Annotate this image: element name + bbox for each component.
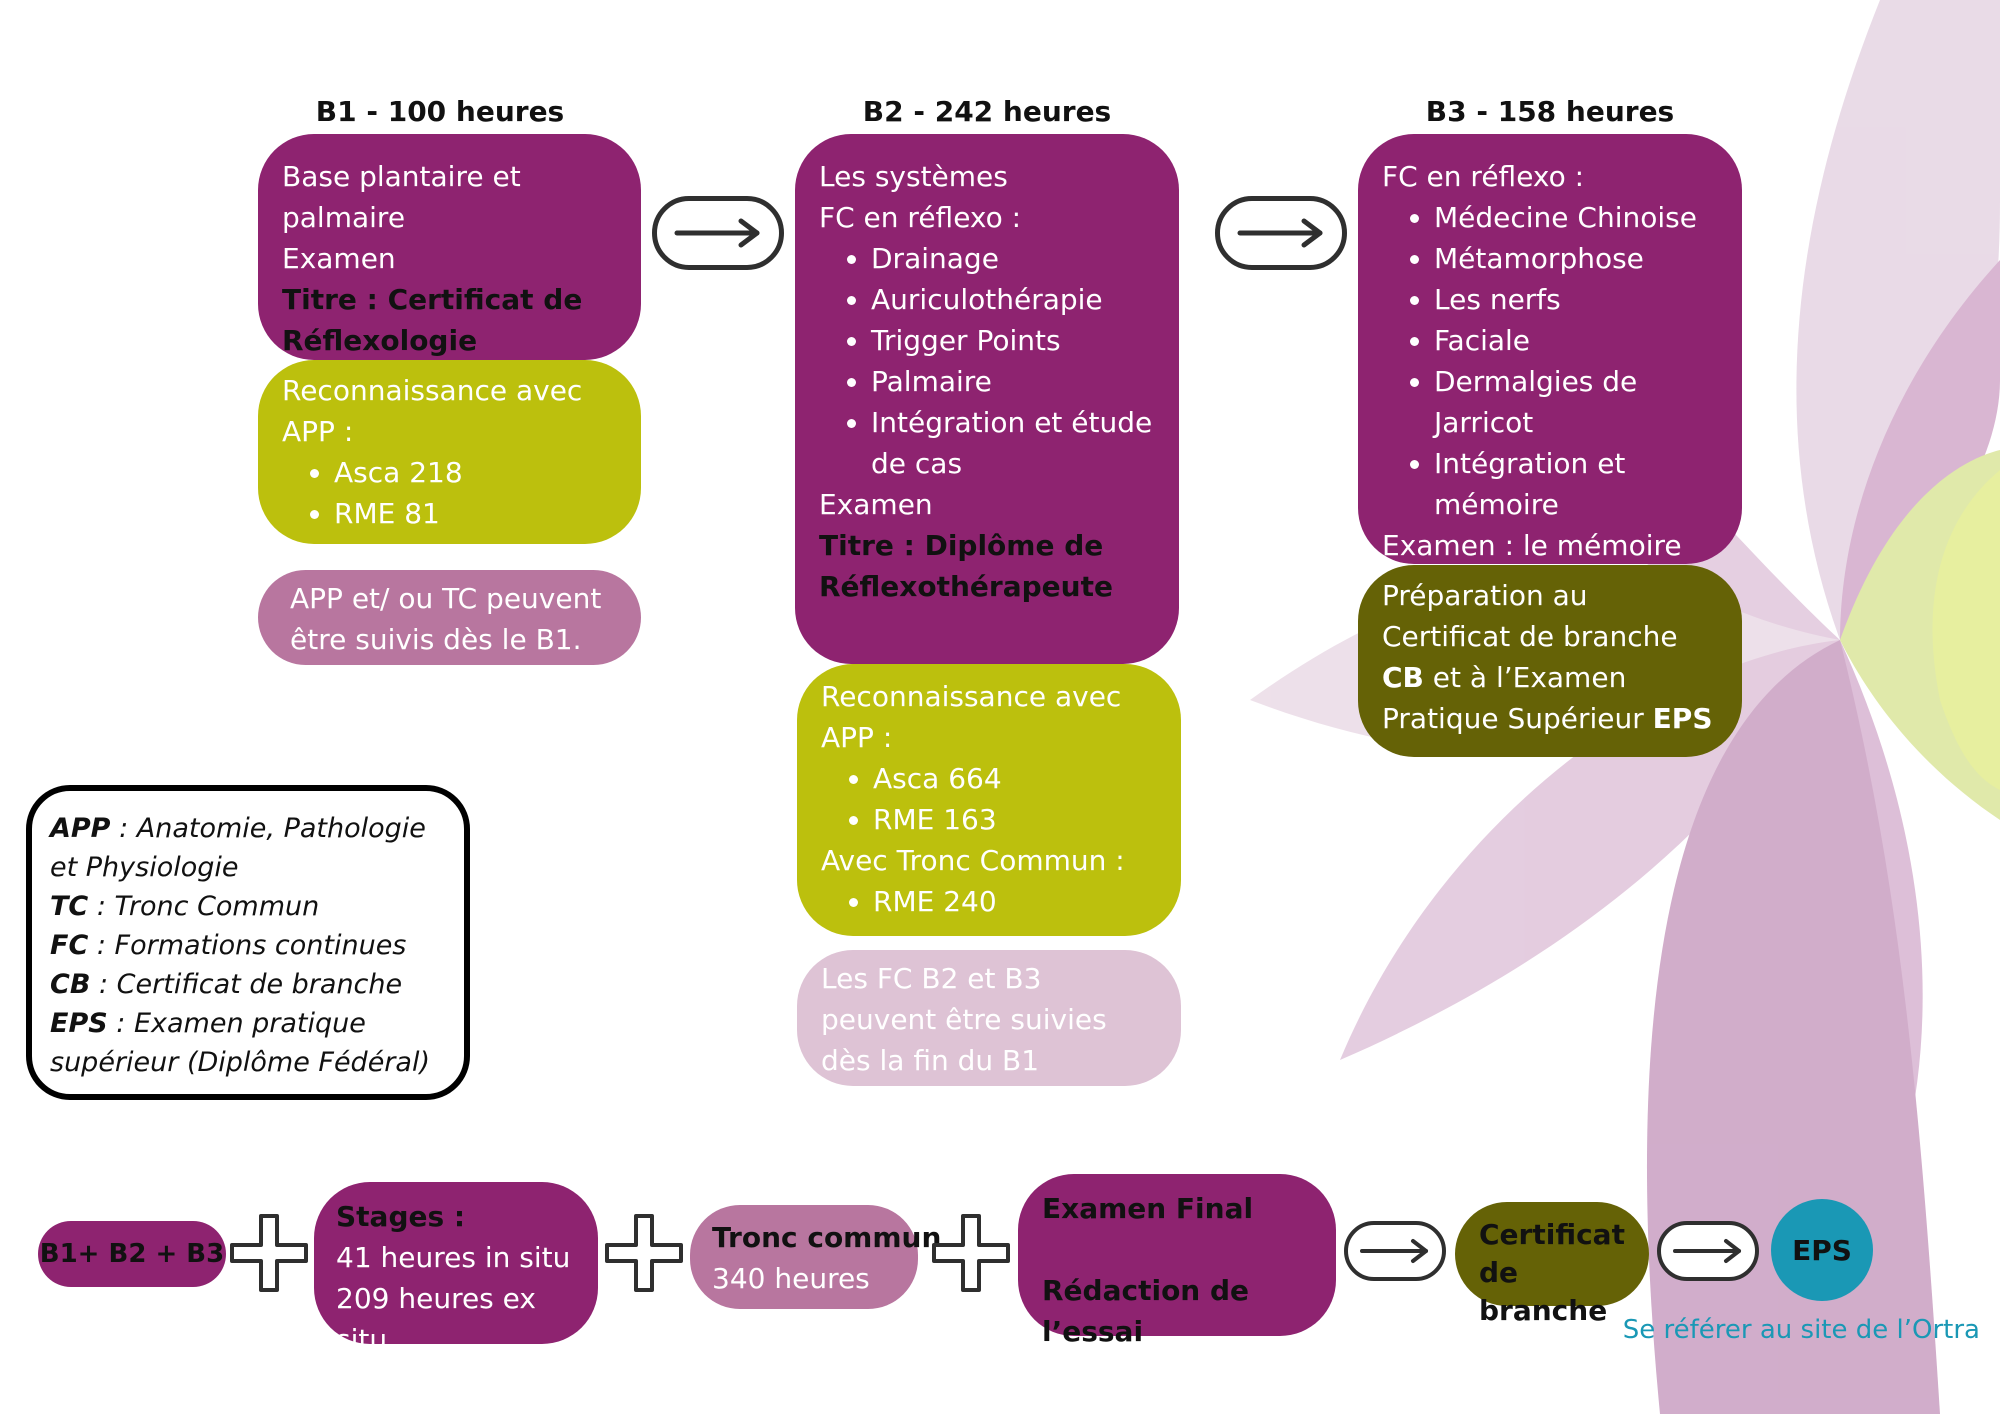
arrow-right-icon bbox=[652, 196, 784, 270]
stages-pill: Stages : 41 heures in situ 209 heures ex… bbox=[314, 1182, 598, 1356]
arrow-right-icon bbox=[1657, 1221, 1759, 1281]
certificat-label: Certificat de branche bbox=[1479, 1218, 1625, 1327]
legend-abbr: TC bbox=[50, 891, 89, 922]
b3-fc-item: Médecine Chinoise bbox=[1434, 197, 1718, 238]
b1-recognition-intro: Reconnaissance avec APP : bbox=[282, 374, 583, 448]
eps-label: EPS bbox=[1792, 1233, 1852, 1267]
legend-text: : Certificat de branche bbox=[99, 969, 403, 1000]
exam-final-pill: Examen Final Rédaction de l’essai bbox=[1018, 1174, 1336, 1348]
b2-fc-item: Trigger Points bbox=[871, 320, 1155, 361]
arrow-right-icon bbox=[1344, 1221, 1446, 1281]
tronc-commun-pill: Tronc commun 340 heures bbox=[690, 1205, 941, 1309]
b3-prep-text: et à l’Examen Pratique Supérieur bbox=[1382, 661, 1644, 735]
tronc-title: Tronc commun bbox=[712, 1221, 942, 1254]
b2-heading: B2 - 242 heures bbox=[862, 95, 1112, 128]
b3-prep-box: Préparation au Certificat de branche CB … bbox=[1358, 565, 1742, 757]
b2-tc-intro: Avec Tronc Commun : bbox=[821, 844, 1125, 877]
blocks-label: B1+ B2 + B3 bbox=[39, 1238, 225, 1269]
legend-abbr: APP bbox=[50, 813, 111, 844]
b1-title: Titre : Certificat de Réflexologie bbox=[282, 283, 583, 357]
b2-fc-item: Intégration et étude de cas bbox=[871, 402, 1155, 484]
b2-intro-line: Les systèmes bbox=[819, 160, 1008, 193]
b3-exam: Examen : le mémoire bbox=[1382, 529, 1682, 562]
legend-entry: CB : Certificat de branche bbox=[50, 965, 446, 1004]
legend-entry: TC : Tronc Commun bbox=[50, 887, 446, 926]
b2-recognition-box: Reconnaissance avec APP : Asca 664 RME 1… bbox=[797, 664, 1181, 936]
legend-text: : Tronc Commun bbox=[96, 891, 320, 922]
legend-abbr: CB bbox=[50, 969, 91, 1000]
b3-prep-text: Préparation au Certificat de branche bbox=[1382, 579, 1678, 653]
b2-recognition-item: Asca 664 bbox=[873, 758, 1157, 799]
legend-entry: EPS : Examen pratique supérieur (Diplôme… bbox=[50, 1004, 446, 1082]
b2-note: Les FC B2 et B3 peuvent être suivies dès… bbox=[821, 962, 1107, 1077]
b1-heading: B1 - 100 heures bbox=[315, 95, 565, 128]
b1-recognition-box: Reconnaissance avec APP : Asca 218 RME 8… bbox=[258, 360, 641, 544]
eps-circle: EPS bbox=[1771, 1199, 1873, 1301]
legend-text: : Anatomie, Pathologie et Physiologie bbox=[50, 813, 426, 883]
b2-intro-line: FC en réflexo : bbox=[819, 201, 1022, 234]
legend-entry: FC : Formations continues bbox=[50, 926, 446, 965]
legend-abbr: FC bbox=[50, 930, 89, 961]
legend-entry: APP : Anatomie, Pathologie et Physiologi… bbox=[50, 809, 446, 887]
exam-final-label: Examen Final bbox=[1042, 1192, 1254, 1225]
tronc-hours: 340 heures bbox=[712, 1262, 870, 1295]
b1-recognition-item: RME 81 bbox=[334, 493, 617, 534]
b2-main-box: Les systèmes FC en réflexo : Drainage Au… bbox=[795, 134, 1179, 664]
b3-prep-eps: EPS bbox=[1652, 702, 1713, 735]
b2-recognition-intro: Reconnaissance avec APP : bbox=[821, 680, 1122, 754]
b3-fc-item: Faciale bbox=[1434, 320, 1718, 361]
b2-fc-item: Palmaire bbox=[871, 361, 1155, 402]
stages-title: Stages : bbox=[336, 1200, 466, 1233]
b2-title: Titre : Diplôme de Réflexothérapeute bbox=[819, 529, 1113, 603]
b1-main-line: Examen bbox=[282, 242, 396, 275]
legend-text: : Formations continues bbox=[96, 930, 407, 961]
b3-fc-item: Les nerfs bbox=[1434, 279, 1718, 320]
arrow-right-icon bbox=[1215, 196, 1347, 270]
b2-fc-item: Drainage bbox=[871, 238, 1155, 279]
stages-line: 209 heures ex situ bbox=[336, 1282, 536, 1356]
b3-heading: B3 - 158 heures bbox=[1425, 95, 1675, 128]
b2-fc-item: Auriculothérapie bbox=[871, 279, 1155, 320]
stages-line: 41 heures in situ bbox=[336, 1241, 571, 1274]
plus-icon bbox=[230, 1214, 308, 1292]
b1-note-box: APP et/ ou TC peuvent être suivis dès le… bbox=[258, 570, 641, 665]
certificat-branche-pill: Certificat de branche bbox=[1455, 1202, 1649, 1327]
b2-note-box: Les FC B2 et B3 peuvent être suivies dès… bbox=[797, 950, 1181, 1086]
b3-main-box: FC en réflexo : Médecine Chinoise Métamo… bbox=[1358, 134, 1742, 564]
b3-prep-cb: CB bbox=[1382, 661, 1424, 694]
legend-text: : Examen pratique supérieur (Diplôme Féd… bbox=[50, 1008, 430, 1078]
b1-main-box: Base plantaire et palmaire Examen Titre … bbox=[258, 134, 641, 360]
b3-fc-item: Dermalgies de Jarricot bbox=[1434, 361, 1718, 443]
abbreviation-legend: APP : Anatomie, Pathologie et Physiologi… bbox=[26, 785, 470, 1100]
ortra-link[interactable]: Se référer au site de l’Ortra bbox=[1622, 1315, 1980, 1345]
b2-recognition-item: RME 163 bbox=[873, 799, 1157, 840]
b3-fc-item: Intégration et mémoire bbox=[1434, 443, 1718, 525]
essay-label: Rédaction de l’essai bbox=[1042, 1274, 1250, 1348]
blocks-pill: B1+ B2 + B3 bbox=[38, 1221, 226, 1287]
b1-main-line: Base plantaire et palmaire bbox=[282, 160, 521, 234]
b1-note: APP et/ ou TC peuvent être suivis dès le… bbox=[290, 582, 602, 656]
b2-tc-item: RME 240 bbox=[873, 881, 1157, 922]
b3-fc-item: Métamorphose bbox=[1434, 238, 1718, 279]
b2-exam: Examen bbox=[819, 488, 933, 521]
b3-intro: FC en réflexo : bbox=[1382, 160, 1585, 193]
plus-icon bbox=[605, 1214, 683, 1292]
legend-abbr: EPS bbox=[50, 1008, 108, 1039]
plus-icon bbox=[932, 1214, 1010, 1292]
b1-recognition-item: Asca 218 bbox=[334, 452, 617, 493]
